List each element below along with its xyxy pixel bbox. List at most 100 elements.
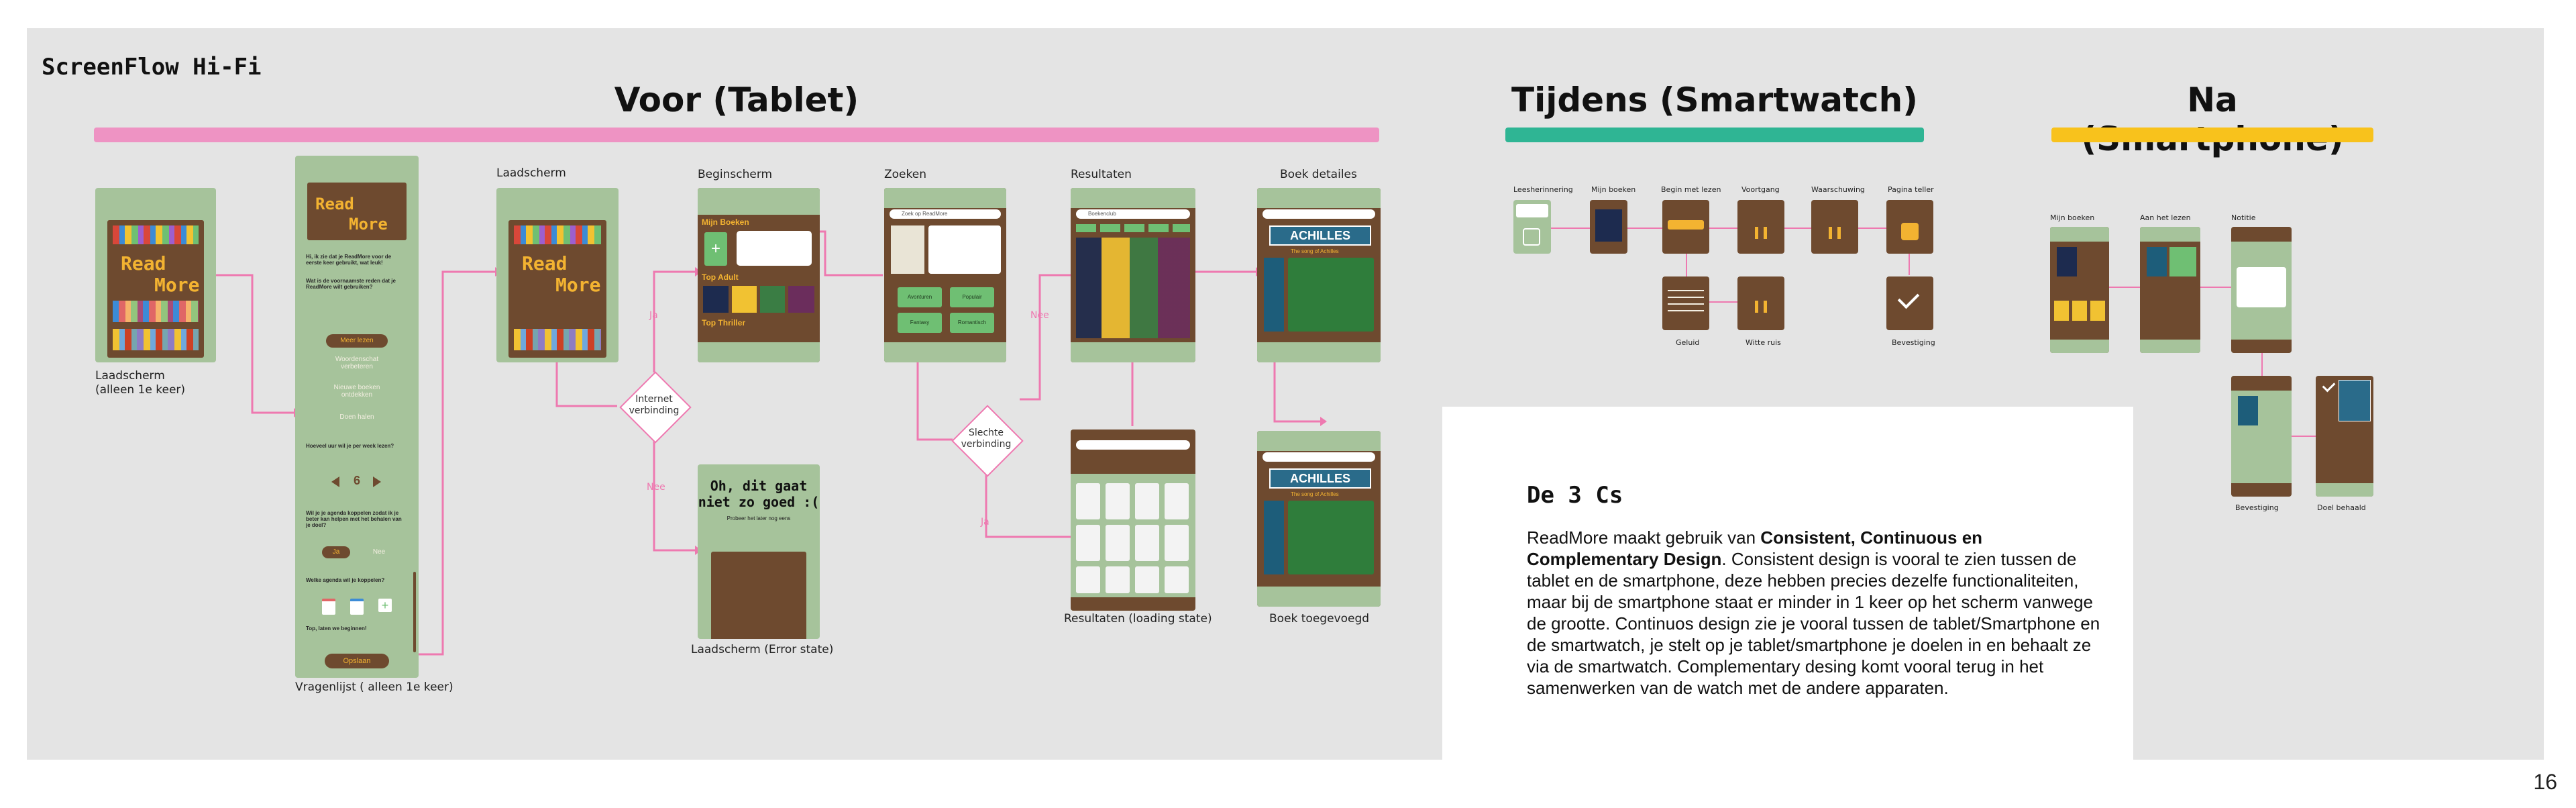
bottom-nav[interactable] [884, 342, 1006, 362]
tablet-screen-error: Oh, dit gaat niet zo goed :( Probeer het… [698, 464, 820, 639]
header-bar [1071, 188, 1195, 208]
category-romantisch[interactable]: Romantisch [950, 313, 994, 333]
search-input[interactable] [1263, 452, 1375, 462]
header-bar [2140, 227, 2200, 242]
checkmark-icon [2322, 378, 2336, 393]
calendar-icon[interactable] [350, 599, 364, 615]
caption-resultaten: Resultaten [1071, 168, 1132, 181]
caption-boek-details: Boek detailes [1280, 168, 1357, 181]
loading-tile [1106, 525, 1130, 561]
option-nieuwe-boeken[interactable]: Nieuwe boeken ontdekken [333, 384, 380, 399]
vragen-q2: Hoeveel uur wil je per week lezen? [306, 443, 394, 449]
hours-value: 6 [353, 474, 360, 487]
section-label-top-thriller: Top Thriller [702, 318, 746, 327]
decision-slechte-verbinding: Slechte verbinding [951, 405, 1024, 477]
header-bar [884, 188, 1006, 208]
flow-label-ja: Ja [649, 310, 658, 321]
bottom-nav[interactable] [2316, 483, 2373, 497]
scrollbar[interactable] [413, 572, 416, 652]
agenda-nee-button[interactable]: Nee [372, 548, 386, 556]
tablet-screen-boek-toegevoegd: ACHILLES The song of Achilles [1257, 431, 1381, 607]
caption-error: Laadscherm (Error state) [691, 643, 834, 656]
bottom-nav[interactable] [2140, 340, 2200, 353]
vragen-q3: Wil je je agenda koppelen zodat ik je be… [306, 510, 402, 528]
option-meer-lezen[interactable]: Meer lezen [326, 334, 388, 348]
caption-mijn-boeken: Mijn boeken [1591, 185, 1636, 194]
page-counter[interactable] [1901, 223, 1919, 240]
category-avonturen[interactable]: Avonturen [898, 287, 942, 307]
hours-increase-icon[interactable] [373, 476, 381, 487]
bottom-nav[interactable] [2050, 340, 2109, 353]
caption-bevestiging: Bevestiging [1892, 338, 1935, 347]
caption-phone-mijn-boeken: Mijn boeken [2050, 213, 2095, 222]
search-input[interactable]: Zoek op ReadMore [890, 209, 1001, 219]
logo-more: More [154, 274, 200, 296]
search-input[interactable] [1263, 209, 1375, 219]
watch-screen-begin-lezen [1662, 200, 1709, 254]
flow-line [555, 362, 617, 407]
book-cover [1264, 501, 1284, 574]
loading-tile [1165, 566, 1189, 593]
logo-read: Read [315, 195, 354, 213]
caption-laadscherm: Laadscherm [496, 166, 566, 180]
bottom-nav[interactable] [1071, 342, 1195, 362]
start-button[interactable] [1668, 220, 1704, 230]
book-row [113, 301, 199, 322]
info-title: De 3 Cs [1527, 482, 1623, 509]
opslaan-button[interactable]: Opslaan [325, 654, 389, 668]
bottom-nav[interactable] [2231, 483, 2292, 497]
book-row [113, 225, 199, 244]
tablet-screen-boek-details: ACHILLES The song of Achilles [1257, 188, 1381, 362]
add-book-button[interactable]: + [704, 232, 727, 266]
phone-screen-mijn-boeken [2050, 227, 2109, 353]
tablet-screen-laadscherm-first: Read More [95, 188, 216, 362]
watch-screen-mijn-boeken [1590, 200, 1627, 254]
watch-screen-waarschuwing [1811, 200, 1858, 254]
bottom-nav[interactable] [1257, 342, 1381, 362]
book-title: ACHILLES [1269, 225, 1371, 246]
loading-tile [1076, 483, 1100, 519]
calendar-icon[interactable] [322, 599, 335, 615]
add-calendar-icon[interactable]: + [378, 599, 392, 612]
note-card[interactable] [2237, 267, 2286, 307]
bottom-nav[interactable] [698, 342, 820, 362]
featured-info [928, 225, 1001, 274]
filter-chips[interactable] [1076, 224, 1190, 232]
pause-icon[interactable] [1755, 301, 1767, 313]
category-fantasy[interactable]: Fantasy [898, 313, 942, 333]
phone-screen-aan-lezen [2140, 227, 2200, 353]
caption-voortgang: Voortgang [1741, 185, 1780, 194]
caption-vragenlijst: Vragenlijst ( alleen 1e keer) [295, 680, 453, 694]
info-body-rest: . Consistent design is vooral te zien tu… [1527, 548, 2100, 698]
book-subtitle: The song of Achilles [1291, 491, 1339, 497]
book-cover [2057, 247, 2077, 276]
option-doen-halen[interactable]: Doen halen [339, 413, 374, 421]
bottom-nav[interactable] [1071, 597, 1195, 611]
search-input[interactable] [1076, 440, 1190, 450]
hours-decrease-icon[interactable] [331, 476, 339, 487]
agenda-ja-button[interactable]: Ja [322, 546, 350, 558]
category-populair[interactable]: Populair [950, 287, 994, 307]
pause-icon[interactable] [1829, 227, 1841, 239]
owl-message [737, 231, 812, 266]
bottom-nav[interactable] [1257, 587, 1381, 607]
logo-shelf: Read More [307, 183, 407, 240]
flow-label-ja: Ja [981, 517, 989, 527]
caption-witte-ruis: Witte ruis [1746, 338, 1781, 347]
search-input[interactable]: Boekenclub [1076, 209, 1190, 219]
loading-tile [1106, 483, 1130, 519]
info-body-bold: Consistent, Continuous en Complementary … [1527, 527, 1983, 569]
result-grid[interactable] [1076, 238, 1190, 338]
sound-options[interactable] [1668, 290, 1704, 314]
decision-label: Internet verbinding [629, 394, 680, 416]
flow-line [985, 473, 1071, 538]
decision-label: Slechte verbinding [961, 427, 1012, 450]
section-title-voor: Voor (Tablet) [614, 81, 859, 119]
watch-screen-pagina-teller [1886, 200, 1933, 254]
bottom-nav[interactable] [2231, 340, 2292, 353]
option-woordenschat[interactable]: Woordenschat verbeteren [335, 356, 379, 370]
vragen-q5: Top, laten we beginnen! [306, 625, 367, 632]
caption-waarschuwing: Waarschuwing [1811, 185, 1865, 194]
vragen-q4: Welke agenda wil je koppelen? [306, 577, 385, 583]
pause-icon[interactable] [1755, 227, 1767, 239]
